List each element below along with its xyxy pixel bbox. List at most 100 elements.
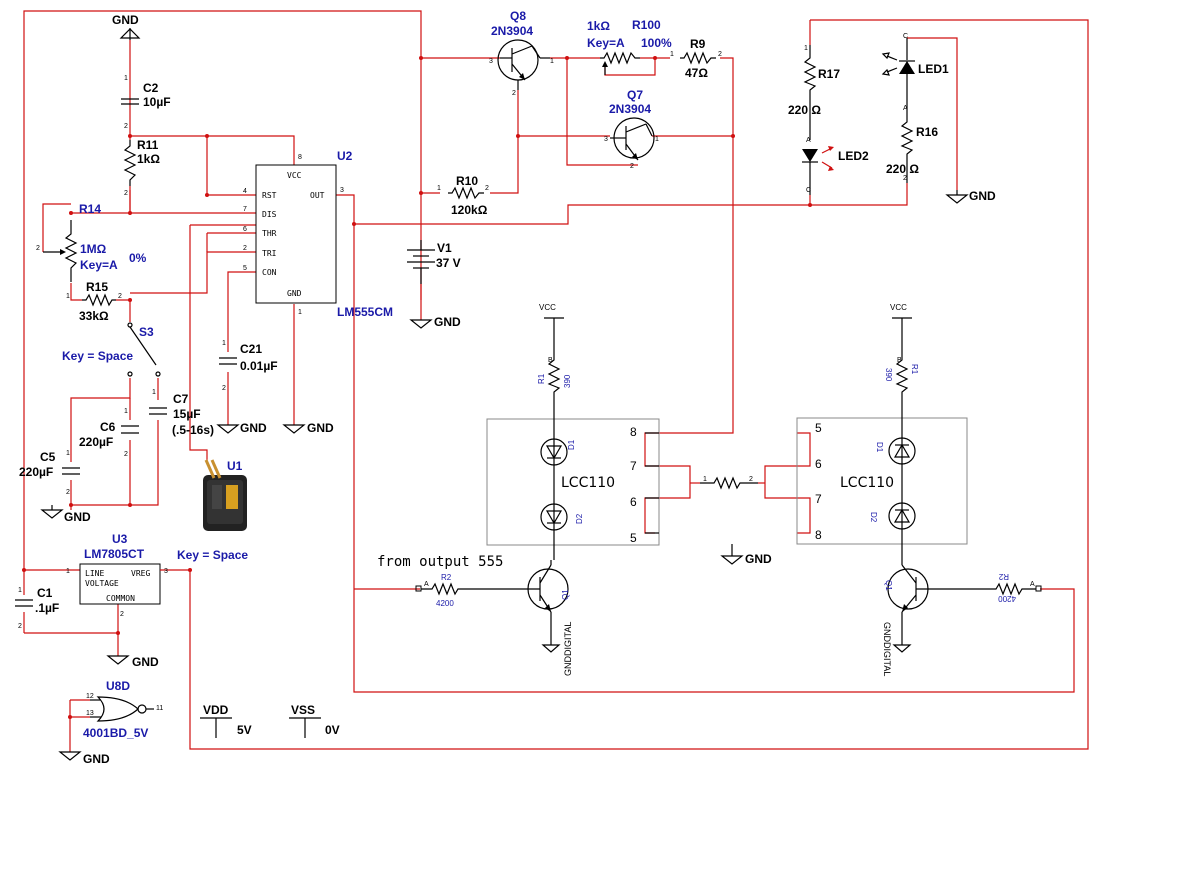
svg-text:R1: R1	[537, 373, 546, 384]
svg-text:1: 1	[298, 309, 302, 316]
svg-text:R2: R2	[998, 572, 1009, 581]
svg-text:1: 1	[66, 293, 70, 300]
svg-text:GND: GND	[83, 752, 110, 766]
svg-text:D2: D2	[575, 513, 584, 524]
svg-text:C1: C1	[37, 586, 53, 600]
resistor-r1-right: VCC R1 390	[884, 303, 919, 405]
relay-lcc110-right: LCC110 5 6 7 8 D1 D2	[796, 405, 968, 560]
svg-text:LED2: LED2	[838, 149, 869, 163]
svg-text:1: 1	[66, 568, 70, 575]
svg-text:Key=A: Key=A	[587, 36, 625, 50]
switch-u1[interactable]: U1 Key = Space	[177, 459, 248, 562]
svg-text:5: 5	[243, 265, 247, 272]
svg-text:1: 1	[804, 45, 808, 52]
resistor-r10: R10 120kΩ	[448, 174, 488, 217]
svg-text:VDD: VDD	[203, 703, 229, 717]
svg-text:390: 390	[563, 374, 572, 388]
svg-text:1: 1	[550, 58, 554, 65]
svg-text:13: 13	[86, 710, 94, 717]
gnd-symbol-u8d: GND	[58, 751, 110, 766]
ground-symbols: GND GND GND GND GND GND GND GND	[40, 13, 996, 766]
svg-text:1: 1	[437, 185, 441, 192]
svg-text:CON: CON	[262, 268, 277, 277]
svg-text:C: C	[806, 187, 811, 194]
svg-text:220 Ω: 220 Ω	[886, 162, 919, 176]
junctions	[22, 56, 812, 719]
potentiometer-r100[interactable]: 1kΩ Key=A R100 100%	[587, 18, 672, 75]
svg-text:7: 7	[630, 459, 637, 473]
svg-text:2: 2	[124, 123, 128, 130]
potentiometer-r14[interactable]: R14 1MΩ Key=A 0%	[43, 202, 147, 282]
svg-text:C: C	[903, 33, 908, 40]
svg-text:R2: R2	[441, 573, 452, 582]
gnd-symbol-v1: GND	[409, 315, 461, 329]
svg-text:8: 8	[630, 425, 637, 439]
svg-text:GND: GND	[745, 552, 772, 566]
svg-text:1: 1	[670, 51, 674, 58]
svg-text:2: 2	[36, 245, 40, 252]
svg-text:Key = Space: Key = Space	[177, 548, 248, 562]
capacitor-c5: C5 220µF	[19, 450, 82, 480]
svg-text:R100: R100	[632, 18, 661, 32]
svg-text:VCC: VCC	[287, 171, 302, 180]
svg-text:VCC: VCC	[890, 303, 907, 312]
capacitor-c21: C21 0.01µF	[219, 342, 278, 373]
nor-gate-u8d: 12 13 11 U8D 4001BD_5V	[83, 679, 163, 740]
capacitor-c6: C6 220µF	[79, 420, 141, 449]
svg-text:Key=A: Key=A	[80, 258, 118, 272]
svg-text:0%: 0%	[129, 251, 147, 265]
svg-text:2: 2	[18, 623, 22, 630]
svg-text:1: 1	[66, 450, 70, 457]
svg-text:GND: GND	[132, 655, 159, 669]
capacitor-c1: C1 .1µF	[15, 586, 59, 615]
svg-text:2N3904: 2N3904	[609, 102, 651, 116]
svg-text:C7: C7	[173, 392, 189, 406]
svg-text:1: 1	[124, 75, 128, 82]
svg-text:R16: R16	[916, 125, 938, 139]
svg-text:R17: R17	[818, 67, 840, 81]
svg-text:1: 1	[152, 389, 156, 396]
switch-s3[interactable]: S3 Key = Space	[62, 322, 161, 377]
resistor-r9: R9 47Ω	[680, 37, 716, 80]
svg-text:220µF: 220µF	[19, 465, 53, 479]
svg-text:8: 8	[815, 528, 822, 542]
svg-text:11: 11	[156, 705, 163, 712]
svg-text:LM555CM: LM555CM	[337, 305, 393, 319]
svg-text:Q7: Q7	[627, 88, 643, 102]
supply-vdd: VDD 5V	[200, 703, 252, 738]
svg-text:GND: GND	[112, 13, 139, 27]
svg-text:4: 4	[243, 188, 247, 195]
svg-text:2: 2	[66, 489, 70, 496]
svg-text:VSS: VSS	[291, 703, 315, 717]
transistor-q1-right: Q1	[884, 560, 988, 630]
svg-text:2: 2	[718, 51, 722, 58]
svg-text:R14: R14	[79, 202, 101, 216]
resistor-r1-left: VCC R1 390	[537, 303, 572, 405]
svg-text:3: 3	[164, 568, 168, 575]
svg-text:COMMON: COMMON	[106, 594, 135, 603]
svg-text:C5: C5	[40, 450, 56, 464]
svg-text:2: 2	[120, 611, 124, 618]
svg-text:8: 8	[298, 154, 302, 161]
led-led2: LED2	[802, 146, 869, 195]
svg-text:RST: RST	[262, 191, 277, 200]
svg-text:6: 6	[243, 226, 247, 233]
gnd-symbol-c5: GND	[40, 505, 91, 524]
svg-text:100%: 100%	[641, 36, 672, 50]
gnd-digital-left: GNDDIGITAL	[541, 622, 573, 676]
resistor-r17: R17 220 Ω	[788, 45, 840, 140]
svg-text:37 V: 37 V	[436, 256, 461, 270]
svg-text:GND: GND	[434, 315, 461, 329]
svg-text:6: 6	[815, 457, 822, 471]
svg-text:LM7805CT: LM7805CT	[84, 547, 145, 561]
svg-text:1: 1	[124, 408, 128, 415]
battery-v1: V1 37 V	[407, 240, 461, 284]
svg-text:2N3904: 2N3904	[491, 24, 533, 38]
svg-text:R1: R1	[910, 364, 919, 375]
svg-text:B: B	[548, 357, 553, 364]
svg-text:2: 2	[485, 185, 489, 192]
svg-text:1kΩ: 1kΩ	[137, 152, 160, 166]
gnd-symbol-lcc: GND	[720, 544, 772, 566]
resistor-r11: R11 1kΩ	[123, 138, 160, 186]
